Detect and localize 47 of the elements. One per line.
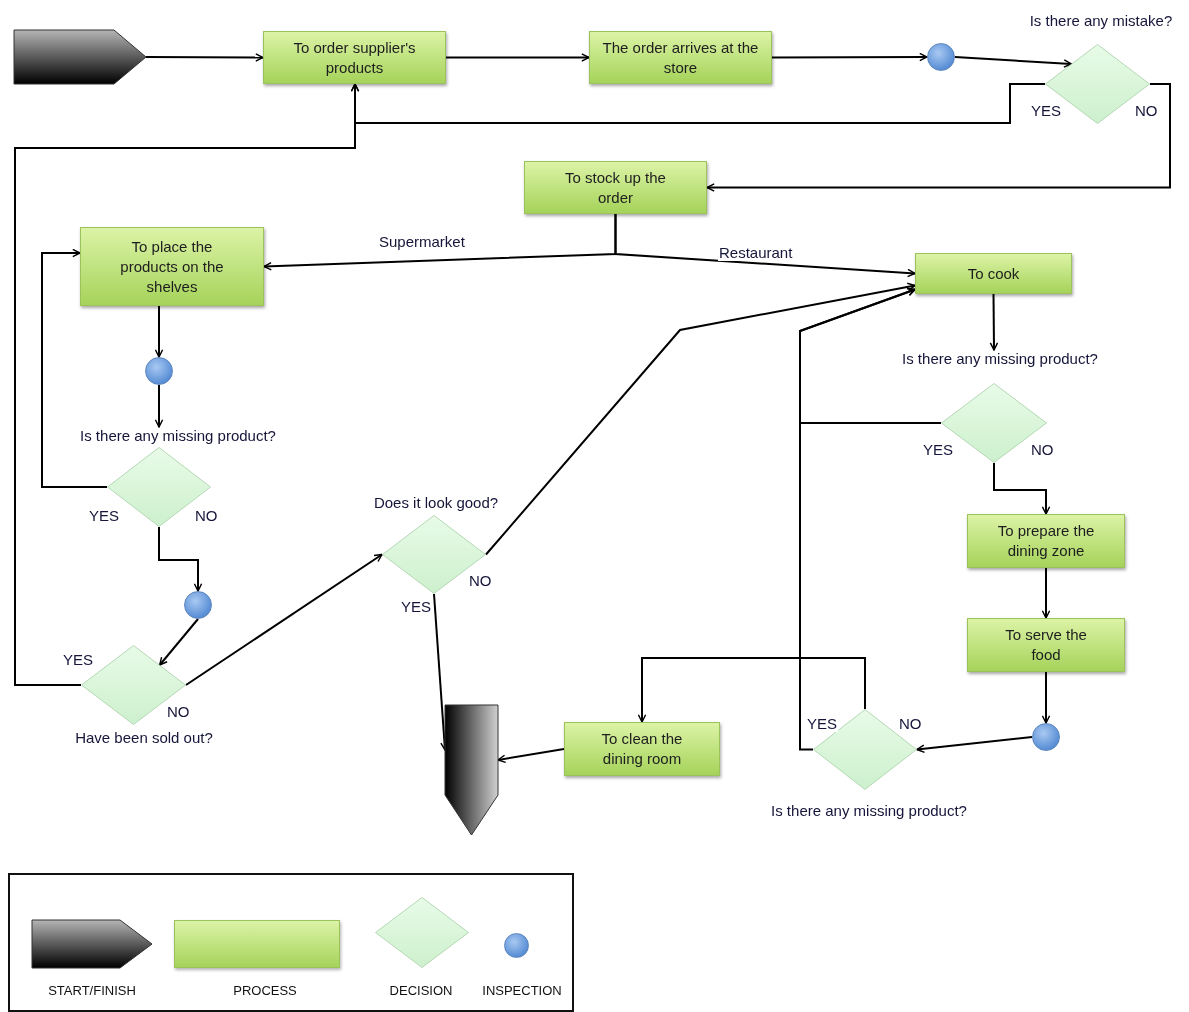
process-box: To order supplier's products [263, 31, 446, 84]
arrow [637, 657, 866, 723]
process-box: The order arrives at the store [589, 31, 772, 84]
decision-question: Have been sold out? [74, 729, 214, 747]
decision-question: Is there any missing product? [901, 350, 1099, 368]
arrow [497, 748, 565, 764]
pentagon-shape [14, 30, 146, 84]
arrow [771, 52, 928, 62]
inspection-circle [1032, 723, 1060, 751]
arrow [993, 462, 1051, 515]
arrow [154, 305, 164, 358]
arrow [485, 282, 916, 556]
inspection-circle [184, 591, 212, 619]
arrow [158, 618, 199, 666]
arrow [154, 384, 164, 428]
decision-question: Is there any missing product? [79, 427, 277, 445]
process-box: To prepare the dining zone [967, 514, 1125, 568]
arrow [14, 83, 360, 686]
legend-label: DECISION [389, 983, 453, 999]
legend-label: START/FINISH [48, 983, 136, 999]
decision-question: Is there any mistake? [1028, 12, 1174, 30]
pentagon-shape [445, 705, 498, 835]
arrow [989, 293, 999, 351]
arrow [706, 83, 1171, 192]
legend-label: PROCESS [233, 983, 297, 999]
inspection-circle [145, 357, 173, 385]
process-box: To stock up the order [524, 161, 707, 214]
arrow [614, 213, 916, 278]
arrow [1041, 671, 1051, 724]
arrow [799, 287, 916, 751]
legend-label: INSPECTION [482, 983, 562, 999]
decision-question: Does it look good? [372, 494, 500, 512]
arrow [145, 53, 264, 62]
process-box: To place the products on the shelves [80, 227, 264, 306]
process-box: To clean the dining room [564, 722, 720, 776]
arrow [916, 736, 1033, 753]
arrow [185, 553, 383, 686]
edge-label: Supermarket [378, 233, 466, 250]
arrow [41, 248, 108, 488]
arrow [158, 526, 203, 592]
process-box: To serve the food [967, 618, 1125, 672]
arrow [954, 56, 1073, 68]
process-box: To cook [915, 253, 1072, 294]
arrow [445, 53, 590, 62]
arrow [1041, 567, 1051, 619]
inspection-circle [927, 43, 955, 71]
decision-question: Is there any missing product? [770, 802, 968, 820]
